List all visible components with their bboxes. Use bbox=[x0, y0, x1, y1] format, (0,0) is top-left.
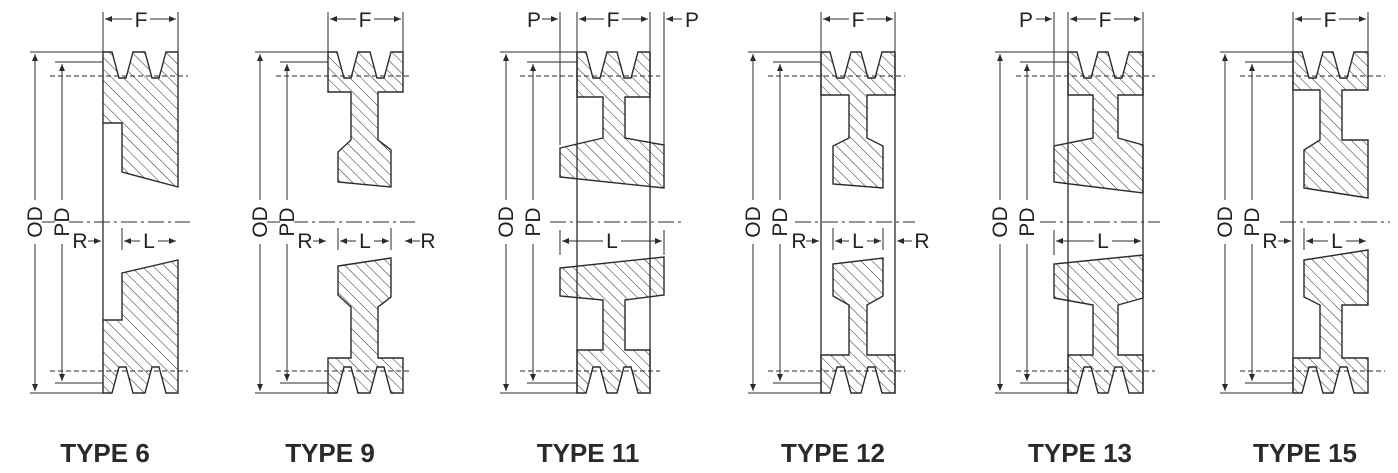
pulley-type15-top-section bbox=[1292, 51, 1369, 199]
type12-od-label: OD bbox=[742, 206, 765, 238]
pulley-type12: OD PD F R L R TYPE 12 bbox=[742, 8, 930, 468]
type13-f-label: F bbox=[1099, 9, 1112, 32]
type11-od-label: OD bbox=[495, 206, 518, 238]
type9-title: TYPE 9 bbox=[285, 438, 375, 468]
type6-l-label: L bbox=[143, 230, 155, 253]
pulley-type9: OD PD F R L R TYPE 9 bbox=[249, 8, 436, 468]
pulley-type6-top-section bbox=[102, 51, 179, 188]
type13-pd-label: PD bbox=[1016, 207, 1039, 236]
type13-l-label: L bbox=[1097, 230, 1109, 253]
type9-l-label: L bbox=[359, 230, 371, 253]
type6-od-label: OD bbox=[24, 206, 47, 238]
type15-f-label: F bbox=[1324, 9, 1337, 32]
pulley-type6: OD PD F R L TYPE 6 bbox=[24, 8, 190, 468]
type6-title: TYPE 6 bbox=[60, 438, 150, 468]
type6-f-label: F bbox=[135, 9, 148, 32]
type11-p-right-label: P bbox=[685, 9, 699, 32]
type12-title: TYPE 12 bbox=[781, 438, 885, 468]
type9-r-left-label: R bbox=[297, 230, 312, 253]
type11-l-label: L bbox=[606, 230, 618, 253]
type6-r-label: R bbox=[72, 230, 87, 253]
type11-p-left-label: P bbox=[527, 9, 541, 32]
type9-r-right-label: R bbox=[420, 230, 435, 253]
pulley-type11-bottom-section bbox=[559, 256, 665, 394]
type11-title: TYPE 11 bbox=[537, 438, 640, 468]
type15-od-label: OD bbox=[1214, 206, 1237, 238]
type11-pd-label: PD bbox=[522, 207, 545, 236]
type13-title: TYPE 13 bbox=[1028, 438, 1132, 468]
pulley-type6-bottom-section bbox=[102, 259, 179, 394]
pulley-type9-top-section bbox=[327, 51, 404, 188]
pulley-type15: OD PD F R L TYPE 15 bbox=[1214, 8, 1390, 468]
type9-pd-label: PD bbox=[276, 207, 299, 236]
type6-pd-label: PD bbox=[51, 207, 74, 236]
pulley-type13: OD PD P F L TYPE 13 bbox=[989, 8, 1160, 468]
pulley-type15-bottom-section bbox=[1292, 249, 1369, 394]
type12-pd-label: PD bbox=[769, 207, 792, 236]
type15-l-label: L bbox=[1331, 230, 1343, 253]
type11-f-label: F bbox=[607, 9, 620, 32]
type15-title: TYPE 15 bbox=[1253, 438, 1357, 468]
type9-od-label: OD bbox=[249, 206, 272, 238]
pulley-type9-bottom-section bbox=[327, 257, 404, 394]
pulley-type11: OD PD P F P L TYPE 11 bbox=[495, 8, 699, 468]
pulley-type12-bottom-section bbox=[820, 257, 896, 394]
pulley-type11-top-section bbox=[559, 51, 665, 189]
type15-r-label: R bbox=[1262, 230, 1277, 253]
type13-od-label: OD bbox=[989, 206, 1012, 238]
type9-f-label: F bbox=[359, 9, 372, 32]
type12-l-label: L bbox=[852, 230, 864, 253]
type12-f-label: F bbox=[852, 9, 865, 32]
type15-pd-label: PD bbox=[1241, 207, 1264, 236]
type12-r-left-label: R bbox=[791, 230, 806, 253]
type12-r-right-label: R bbox=[914, 230, 929, 253]
type13-p-label: P bbox=[1019, 9, 1033, 32]
pulley-type12-top-section bbox=[820, 51, 896, 189]
